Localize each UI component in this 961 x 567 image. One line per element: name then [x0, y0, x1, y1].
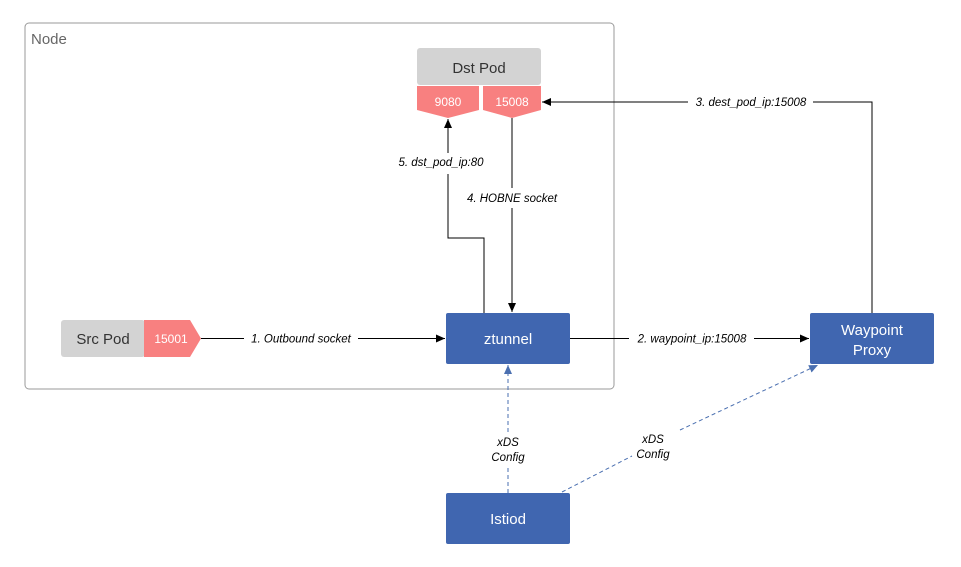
dst-port-9080-label: 9080	[435, 95, 462, 109]
ztunnel-box: ztunnel	[446, 313, 570, 364]
ztunnel-label: ztunnel	[484, 331, 532, 348]
dst-port-15008-label: 15008	[495, 95, 529, 109]
edge-hbone-label: 4. HOBNE socket	[467, 193, 558, 205]
edge-dest-pod: 3. dest_pod_ip:15008	[542, 97, 873, 313]
edge-outbound-socket: 1. Outbound socket	[201, 334, 445, 346]
edge-dst-pod-80-label: 5. dst_pod_ip:80	[398, 157, 484, 169]
node-title: Node	[31, 31, 67, 48]
edge-hbone-socket: 4. HOBNE socket	[467, 118, 558, 312]
dst-port-9080: 9080	[417, 86, 479, 118]
src-port-15001: 15001	[144, 320, 201, 357]
istiod-label: Istiod	[490, 511, 526, 528]
istiod-box: Istiod	[446, 493, 570, 544]
dst-pod-label: Dst Pod	[452, 60, 505, 77]
edge-xds-waypoint: xDS Config	[561, 364, 819, 493]
src-pod-label: Src Pod	[76, 331, 129, 348]
node-container: Node	[24, 22, 615, 390]
src-pod: Src Pod	[61, 320, 145, 357]
waypoint-label-line1: Waypoint	[841, 322, 904, 339]
edge-waypoint-label: 2. waypoint_ip:15008	[637, 334, 747, 346]
edge-dest-pod-label: 3. dest_pod_ip:15008	[696, 97, 807, 109]
dst-port-15008: 15008	[483, 86, 541, 118]
edge-xds-ztunnel: xDS Config	[491, 365, 525, 493]
edge-waypoint: 2. waypoint_ip:15008	[570, 334, 809, 346]
edge-outbound-label: 1. Outbound socket	[251, 334, 352, 346]
edge-xds-waypoint-label-1: xDS	[641, 434, 664, 446]
dst-pod: Dst Pod	[417, 48, 541, 85]
waypoint-label-line2: Proxy	[853, 342, 892, 359]
edge-dst-pod-80: 5. dst_pod_ip:80	[398, 119, 485, 313]
edge-xds-ztunnel-label-1: xDS	[496, 437, 519, 449]
waypoint-proxy-box: Waypoint Proxy	[810, 313, 934, 364]
edge-xds-ztunnel-label-2: Config	[491, 452, 525, 464]
edge-xds-waypoint-label-2: Config	[636, 449, 670, 461]
src-port-label: 15001	[154, 332, 188, 346]
